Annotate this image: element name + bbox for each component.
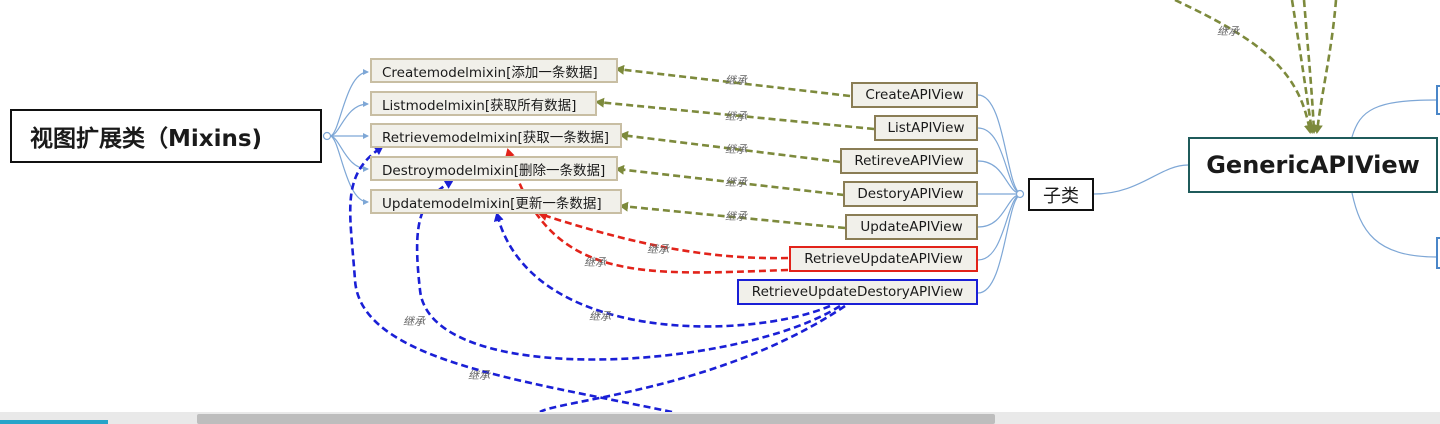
- view-connector-7: [977, 193, 1023, 294]
- root-node-mixins[interactable]: 视图扩展类（Mixins): [10, 109, 322, 163]
- subclass-collapse-knob[interactable]: [1015, 189, 1025, 199]
- inherit-arrow-create: [615, 64, 851, 98]
- blue-arrow-to-retrieve: [539, 304, 846, 414]
- view-node-destroy[interactable]: DestoryAPIView: [843, 181, 978, 207]
- edge-label: 继承: [1217, 25, 1239, 38]
- subclass-node[interactable]: 子类: [1028, 178, 1094, 211]
- edge-label: 继承: [725, 110, 747, 123]
- edge-label: 继承: [589, 310, 611, 323]
- edge-label: 继承: [403, 315, 425, 328]
- red-arrow-to-update: [538, 211, 789, 260]
- generic-inherit-arrow-4: [1312, 0, 1338, 134]
- horizontal-scrollbar-thumb[interactable]: [197, 414, 995, 424]
- mixin-node-list[interactable]: Listmodelmixin[获取所有数据]: [370, 91, 597, 116]
- edge-label: 继承: [584, 256, 606, 269]
- generic-inherit-arrow-2: [1290, 0, 1316, 134]
- inherit-arrow-retrieve: [619, 130, 841, 164]
- view-connector-1: [977, 94, 1023, 195]
- edge-label: 继承: [468, 369, 490, 382]
- subclass-to-generic-connector: [1093, 164, 1189, 195]
- generic-inherit-arrow-3: [1302, 0, 1319, 134]
- edge-label: 继承: [647, 243, 669, 256]
- view-node-retrieve-update-destroy[interactable]: RetrieveUpdateDestoryAPIView: [737, 279, 978, 305]
- root-connector-create: [329, 69, 369, 137]
- inherit-arrow-destroy: [615, 164, 845, 197]
- edge-label: 继承: [725, 210, 747, 223]
- generic-right-connector-bottom: [1351, 192, 1437, 258]
- view-node-create[interactable]: CreateAPIView: [851, 82, 978, 108]
- inherit-arrow-update: [619, 201, 846, 230]
- root-connector-list: [329, 101, 369, 137]
- offscreen-node-bottom: [1436, 237, 1440, 269]
- generic-api-view-node[interactable]: GenericAPIView: [1188, 137, 1438, 193]
- view-node-update[interactable]: UpdateAPIView: [845, 214, 978, 240]
- active-sheet-indicator: [0, 420, 108, 424]
- mixin-node-create[interactable]: Createmodelmixin[添加一条数据]: [370, 58, 618, 83]
- generic-right-connector-top: [1351, 99, 1437, 138]
- generic-inherit-arrow-1: [1174, 0, 1314, 134]
- offscreen-node-top: [1436, 85, 1440, 115]
- view-node-retrieve[interactable]: RetireveAPIView: [840, 148, 978, 174]
- edge-label: 继承: [725, 143, 747, 156]
- view-node-list[interactable]: ListAPIView: [874, 115, 978, 141]
- mixin-node-destroy[interactable]: Destroymodelmixin[删除一条数据]: [370, 156, 618, 181]
- view-connector-6: [977, 193, 1023, 261]
- blue-arrow-to-retrieve-tail: [348, 145, 673, 414]
- root-collapse-knob[interactable]: [322, 131, 332, 141]
- view-node-retrieve-update[interactable]: RetrieveUpdateAPIView: [789, 246, 978, 272]
- root-connector-update: [329, 135, 369, 205]
- edge-label: 继承: [725, 74, 747, 87]
- mixin-node-retrieve[interactable]: Retrievemodelmixin[获取一条数据]: [370, 123, 622, 148]
- inherit-arrow-list: [595, 97, 875, 131]
- edge-label: 继承: [725, 176, 747, 189]
- view-connector-2: [977, 127, 1023, 195]
- mixin-node-update[interactable]: Updatemodelmixin[更新一条数据]: [370, 189, 622, 214]
